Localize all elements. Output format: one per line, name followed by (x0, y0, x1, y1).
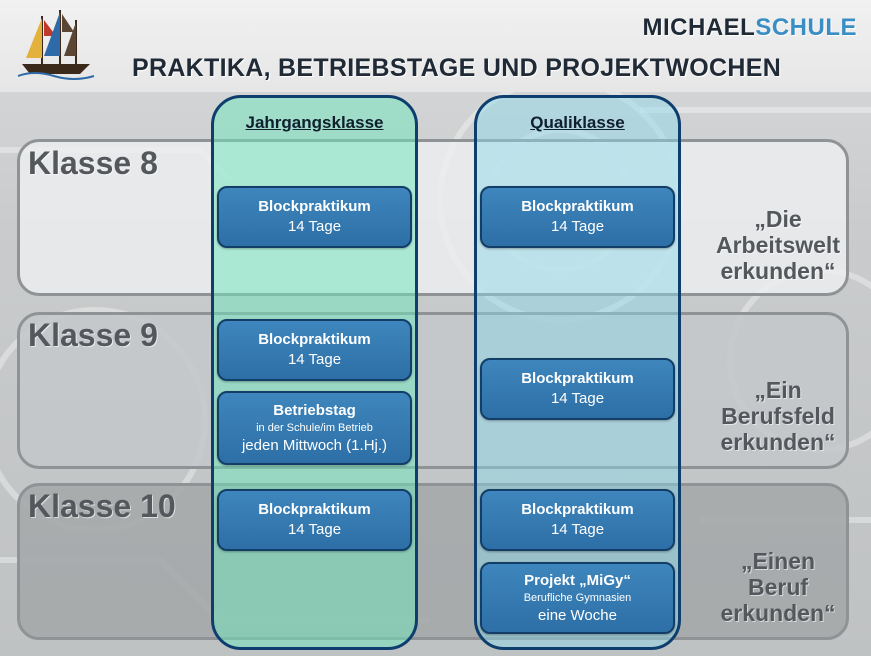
motto-klasse-8: „Die Arbeitswelt erkunden“ (703, 206, 853, 284)
box-blockpraktikum-k10-quali: Blockpraktikum 14 Tage (480, 489, 675, 551)
box-blockpraktikum-k9-quali: Blockpraktikum 14 Tage (480, 358, 675, 420)
row-klasse-10 (17, 483, 849, 640)
box-title: Blockpraktikum (521, 198, 634, 215)
box-detail: 14 Tage (550, 218, 605, 235)
box-detail: 14 Tage (550, 390, 605, 407)
motto-klasse-10: „Einen Beruf erkunden“ (703, 548, 853, 626)
box-subtitle: Berufliche Gymnasien (523, 591, 632, 604)
row-label-klasse-8: Klasse 8 (28, 145, 158, 181)
box-blockpraktikum-k10-jahrgang: Blockpraktikum 14 Tage (217, 489, 412, 551)
box-detail: eine Woche (538, 606, 617, 624)
row-label-klasse-9: Klasse 9 (28, 317, 158, 353)
box-blockpraktikum-k8-jahrgang: Blockpraktikum 14 Tage (217, 186, 412, 248)
box-title: Projekt „MiGy“ (524, 571, 631, 589)
box-detail: 14 Tage (287, 218, 342, 235)
motto-line: Beruf (747, 574, 809, 600)
page-title: PRAKTIKA, BETRIEBSTAGE UND PROJEKTWOCHEN (132, 54, 782, 82)
box-title: Betriebstag (273, 401, 356, 419)
box-blockpraktikum-k8-quali: Blockpraktikum 14 Tage (480, 186, 675, 248)
box-title: Blockpraktikum (258, 331, 371, 348)
header-band (0, 0, 871, 92)
column-header-jahrgangsklasse: Jahrgangsklasse (245, 113, 384, 132)
motto-line: erkunden“ (720, 600, 836, 626)
box-blockpraktikum-k9-jahrgang: Blockpraktikum 14 Tage (217, 319, 412, 381)
school-name: MICHAELSCHULE (643, 14, 858, 42)
motto-line: „Die (754, 206, 802, 232)
row-label-klasse-10: Klasse 10 (28, 488, 176, 524)
box-detail: 14 Tage (550, 521, 605, 538)
motto-line: Arbeitswelt (716, 232, 840, 258)
column-header-qualiklasse: Qualiklasse (530, 113, 625, 132)
box-subtitle: in der Schule/im Betrieb (256, 421, 373, 434)
box-detail: 14 Tage (287, 521, 342, 538)
motto-line: erkunden“ (720, 429, 836, 455)
motto-klasse-9: „Ein Berufsfeld erkunden“ (703, 377, 853, 455)
box-detail: jeden Mittwoch (1.Hj.) (241, 436, 388, 454)
box-betriebstag-k9-jahrgang: Betriebstag in der Schule/im Betrieb jed… (217, 391, 412, 465)
row-klasse-8 (17, 139, 849, 296)
school-name-part2: SCHULE (755, 14, 857, 41)
motto-line: Berufsfeld (721, 403, 835, 429)
box-title: Blockpraktikum (258, 501, 371, 518)
sailing-ship-icon (17, 10, 95, 80)
box-detail: 14 Tage (287, 351, 342, 368)
row-klasse-9 (17, 312, 849, 469)
box-title: Blockpraktikum (521, 501, 634, 518)
motto-line: „Einen (740, 548, 816, 574)
school-name-part1: MICHAEL (642, 14, 756, 41)
box-title: Blockpraktikum (258, 198, 371, 215)
motto-line: erkunden“ (720, 258, 836, 284)
motto-line: „Ein (754, 377, 802, 403)
box-title: Blockpraktikum (521, 370, 634, 387)
box-projekt-migy-k10-quali: Projekt „MiGy“ Berufliche Gymnasien eine… (480, 562, 675, 634)
